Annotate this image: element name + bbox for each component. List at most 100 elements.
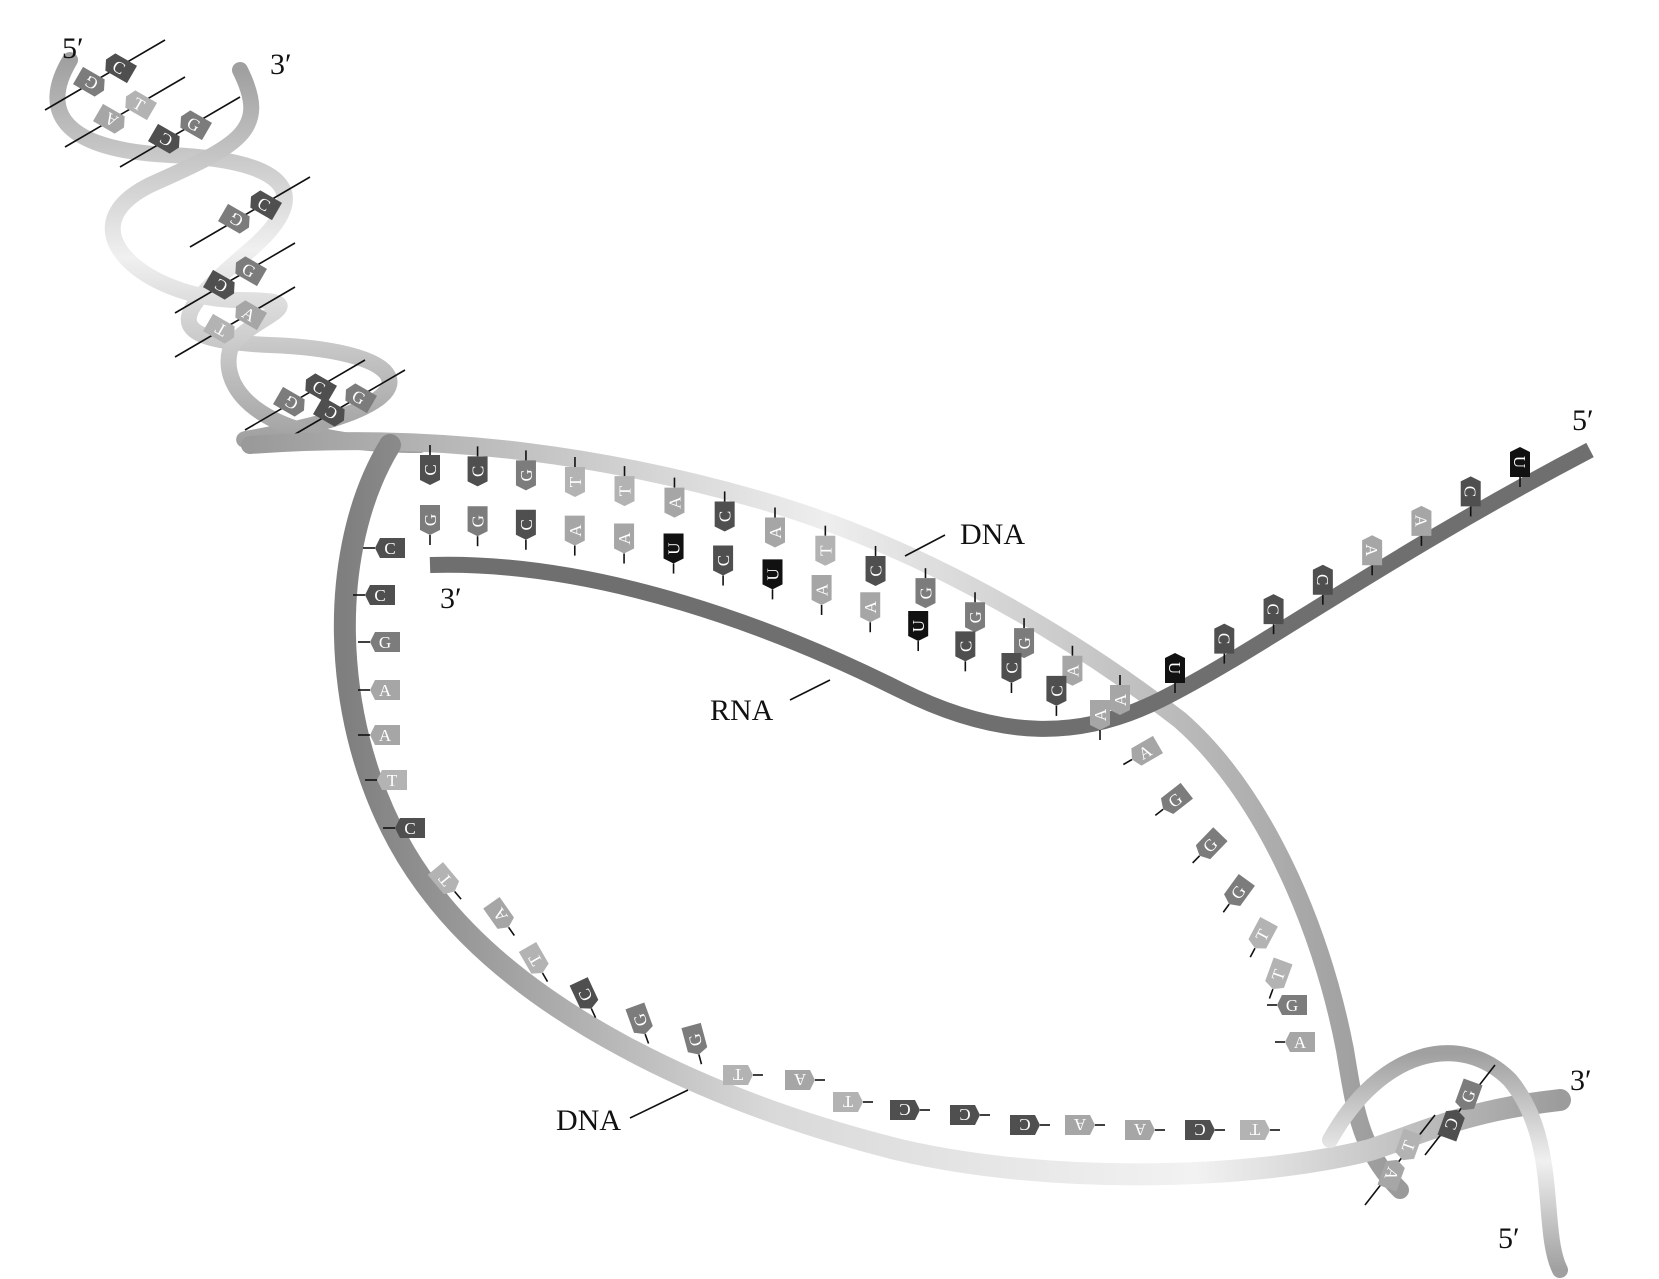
helix-base: G <box>73 66 105 97</box>
base-tick <box>1222 903 1230 913</box>
base-block-g <box>1014 628 1035 659</box>
base-letter: U <box>764 568 783 580</box>
base-block-g <box>273 386 305 417</box>
helix-rung <box>244 359 366 431</box>
base-letter: C <box>959 1105 970 1124</box>
rna-3prime-label: 3′ <box>440 582 462 615</box>
base-tick <box>1122 758 1133 766</box>
base-block-c <box>890 1100 920 1120</box>
base-block-g <box>1160 782 1193 815</box>
helix-base: T <box>1395 1128 1423 1161</box>
helix-base: C <box>250 190 282 221</box>
base-block-g <box>420 505 440 535</box>
dna-upper-leader <box>904 534 946 557</box>
helix-base: C <box>1437 1109 1465 1142</box>
base-letter: C <box>517 519 536 530</box>
base-block-a <box>564 515 585 546</box>
coding-bottom-base: T <box>427 862 462 900</box>
rna-tail-base: C <box>1263 594 1284 635</box>
helix-base-pair: CG <box>284 369 406 441</box>
base-block-t <box>833 1092 863 1112</box>
base-letter: C <box>1019 1115 1030 1134</box>
base-block-t <box>518 942 549 974</box>
base-block-c <box>1214 623 1235 654</box>
top-left-5prime-label: 5′ <box>62 32 84 65</box>
template-base: C <box>714 491 735 532</box>
base-letter: C <box>1047 685 1066 696</box>
base-letter: G <box>629 1011 651 1029</box>
helix-base: T <box>203 313 235 344</box>
base-block-u <box>908 611 929 642</box>
base-letter: A <box>1091 708 1110 721</box>
base-letter: A <box>1411 515 1430 528</box>
base-block-a <box>235 300 267 331</box>
base-block-u <box>1165 653 1185 683</box>
helix-strand-b <box>104 62 428 453</box>
base-block-c <box>714 501 735 532</box>
base-block-c <box>713 545 734 576</box>
base-tick <box>1268 988 1274 999</box>
rna-base: U <box>663 533 684 574</box>
base-block-g <box>235 256 267 287</box>
template-open-base: G <box>1267 995 1307 1015</box>
rna-tail-base: C <box>1312 564 1333 605</box>
base-block-c <box>313 396 345 427</box>
coding-bottom-base: G <box>681 1022 708 1065</box>
template-base: A <box>765 507 785 548</box>
helix-base: C <box>305 373 337 404</box>
base-block-g <box>467 506 488 537</box>
base-block-a <box>785 1070 815 1090</box>
base-block-g <box>681 1022 708 1055</box>
base-block-a <box>1131 735 1163 766</box>
helix-base-pair: TA <box>174 286 296 358</box>
base-block-a <box>93 103 125 134</box>
base-block-u <box>1510 447 1530 477</box>
template-base: C <box>420 445 440 485</box>
base-block-a <box>1090 700 1110 730</box>
helix-base: A <box>1377 1159 1405 1192</box>
base-block-c <box>305 373 337 404</box>
base-letter: C <box>421 464 440 475</box>
coding-bottom-base: T <box>1240 1120 1280 1140</box>
rna-tail-base: A <box>1411 505 1432 546</box>
coding-bottom-base: T <box>723 1065 763 1085</box>
helix-rung <box>189 176 311 248</box>
base-block-t <box>815 535 836 566</box>
coding-bottom-base: G <box>625 1002 653 1044</box>
coding-left-base: A <box>358 725 400 745</box>
base-block-g <box>625 1002 653 1035</box>
template-open-base: G <box>1192 827 1228 864</box>
base-tick <box>454 890 462 900</box>
base-block-g <box>370 632 400 652</box>
coding-left-base: A <box>358 680 400 700</box>
rna-base: A <box>614 523 635 564</box>
rna-tail-base: C <box>1460 476 1481 517</box>
base-letter: G <box>469 515 488 527</box>
rna-base: G <box>420 505 440 545</box>
base-block-a <box>1062 655 1083 686</box>
helix-base: C <box>105 53 137 84</box>
base-letter: C <box>867 565 886 576</box>
base-block-c <box>1312 564 1333 595</box>
rna-base: A <box>1090 700 1110 740</box>
base-tick <box>1192 855 1201 864</box>
coding-strand-ribbon <box>333 434 1571 1186</box>
dna-upper-label: DNA <box>960 518 1025 551</box>
base-letter: T <box>566 476 585 487</box>
base-letter: C <box>716 511 735 522</box>
rna-base: C <box>1046 675 1067 716</box>
base-tick <box>507 926 515 936</box>
rna-tail-base: U <box>1510 447 1530 487</box>
base-block-a <box>1377 1159 1405 1192</box>
base-letter: A <box>1294 1033 1307 1052</box>
template-base: G <box>515 450 536 491</box>
base-letter: G <box>517 469 536 481</box>
rna-backbone <box>429 442 1594 737</box>
base-block-t <box>1240 1120 1270 1140</box>
helix-rung <box>119 96 241 168</box>
base-letter: C <box>1194 1120 1205 1139</box>
rna-tail-base: A <box>1362 535 1383 576</box>
rna-tail-base: U <box>1165 653 1185 693</box>
coding-bottom-base: A <box>1065 1115 1105 1135</box>
